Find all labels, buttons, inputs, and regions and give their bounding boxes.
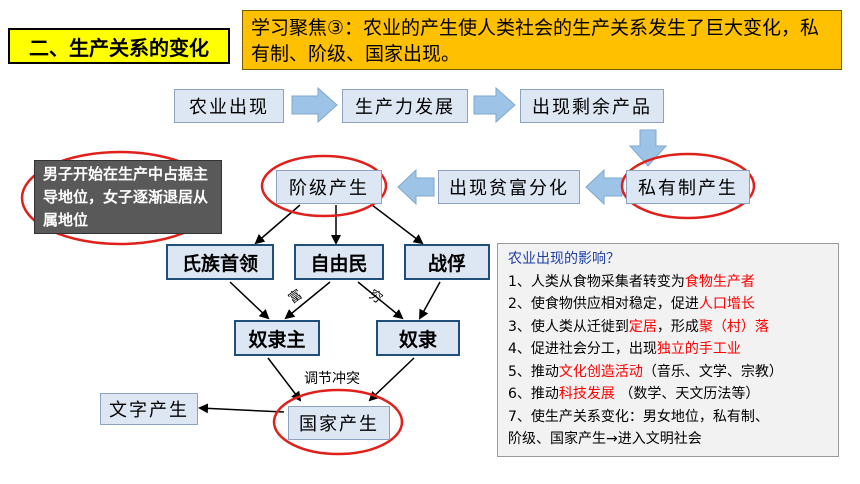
label-regulate: 调节冲突 — [304, 371, 360, 387]
edge-freemen-slaves — [357, 281, 404, 320]
impact-line: 阶级、国家产生→进入文明社会 — [508, 431, 702, 447]
learning-focus: 学习聚焦③：农业的产生使人类社会的生产关系发生了巨大变化，私有制、阶级、国家出现… — [242, 10, 842, 70]
node-masters: 奴隶主 — [234, 320, 320, 356]
node-private: 私有制产生 — [626, 170, 750, 204]
flow-arrow-2 — [473, 86, 516, 124]
impacts-heading: 农业出现的影响？ — [508, 251, 620, 267]
edge-classes-captives — [371, 204, 424, 245]
flow-arrow-4 — [585, 168, 623, 206]
node-wealth-gap: 出现贫富分化 — [438, 170, 580, 204]
impact-line: 5、推动文化创造活动（音乐、文学、宗教） — [508, 363, 783, 380]
edge-slaves-state — [368, 357, 415, 402]
highlight-classes — [260, 154, 388, 218]
impacts-panel: 农业出现的影响？ 1、人类从食物采集者转变为食物生产者 2、使食物供应相对稳定，… — [497, 243, 839, 457]
impact-line: 1、人类从食物采集者转变为食物生产者 — [508, 273, 755, 290]
node-captives: 战俘 — [404, 244, 490, 280]
impact-line: 2、使食物供应相对稳定，促进人口增长 — [508, 296, 755, 312]
flow-arrow-5 — [397, 168, 435, 206]
edge-masters-state — [267, 357, 302, 402]
section-title: 二、生产关系的变化 — [8, 28, 230, 64]
flow-arrow-3 — [628, 129, 668, 167]
edge-freemen-masters — [284, 281, 331, 320]
edge-captives-slaves — [419, 281, 441, 320]
node-writing: 文字产生 — [100, 393, 198, 425]
highlight-private — [620, 152, 756, 220]
node-freemen: 自由民 — [294, 244, 384, 280]
impact-line: 7、使生产关系变化：男女地位，私有制、 — [508, 408, 769, 425]
impact-line: 6、推动科技发展 （数学、天文历法等） — [508, 386, 760, 402]
node-surplus: 出现剩余产品 — [520, 89, 664, 123]
flow-arrow-1 — [291, 86, 338, 124]
node-slaves: 奴隶 — [376, 320, 460, 356]
node-productivity: 生产力发展 — [342, 89, 468, 123]
node-classes: 阶级产生 — [276, 170, 382, 204]
node-leaders: 氏族首领 — [166, 244, 274, 280]
impact-line: 3、使人类从迁徙到定居，形成聚（村）落 — [508, 318, 769, 335]
edge-classes-leaders — [254, 204, 301, 245]
edge-state-writing — [198, 403, 285, 414]
node-state: 国家产生 — [288, 406, 390, 440]
impact-line: 4、促进社会分工，出现独立的手工业 — [508, 341, 741, 357]
highlight-state — [272, 388, 404, 456]
edge-leaders-masters — [229, 281, 270, 320]
gender-note: 男子开始在生产中占据主导地位，女子逐渐退居从属地位 — [34, 160, 222, 234]
node-agri: 农业出现 — [174, 89, 284, 123]
